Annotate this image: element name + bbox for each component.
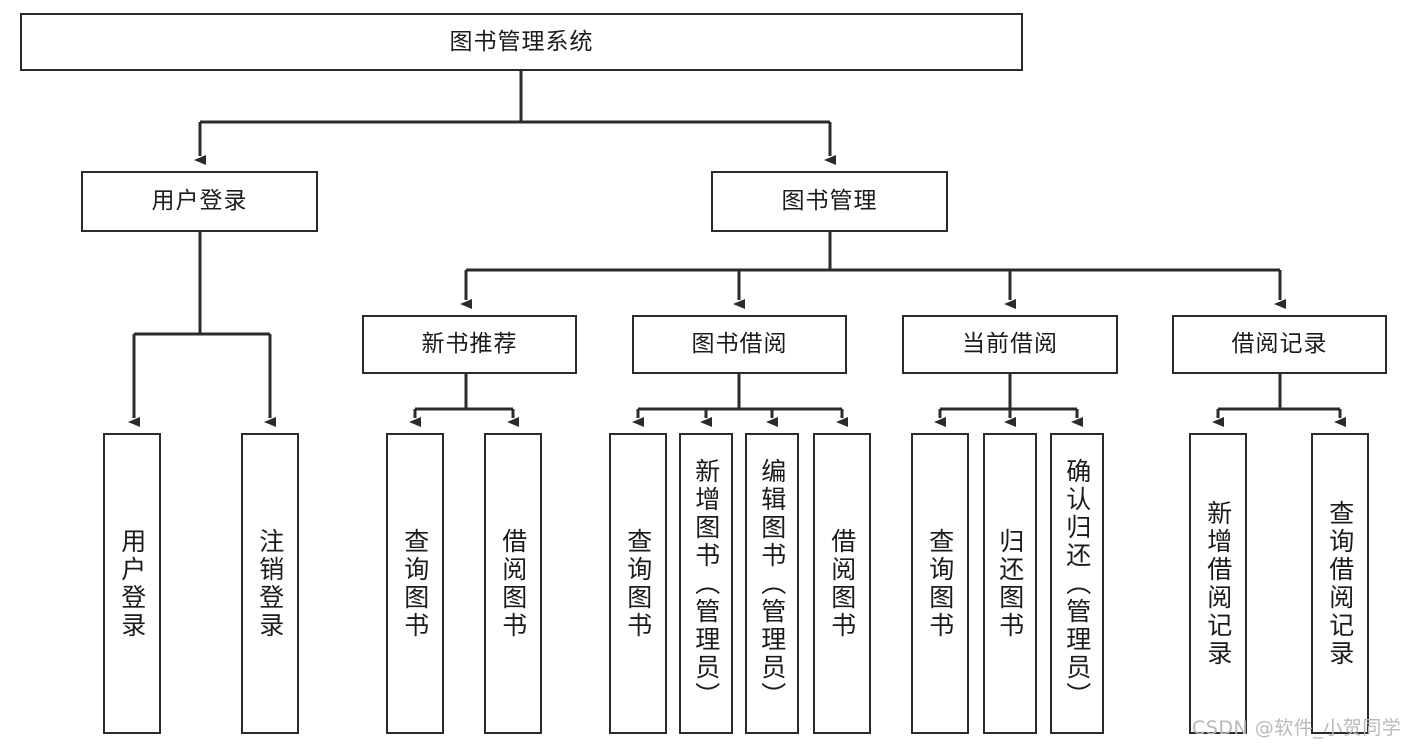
node-label: 当前借阅 xyxy=(962,331,1058,358)
node-query-borrow-record[interactable]: 查询借阅记录 xyxy=(1311,433,1369,734)
node-add-book-admin[interactable]: 新增图书（管理员） xyxy=(679,433,733,734)
node-label: 查询图书 xyxy=(925,527,955,640)
node-confirm-return-admin[interactable]: 确认归还（管理员） xyxy=(1050,433,1104,734)
node-add-borrow-record[interactable]: 新增借阅记录 xyxy=(1189,433,1247,734)
node-edit-book-admin[interactable]: 编辑图书（管理员） xyxy=(745,433,799,734)
node-label: 图书管理 xyxy=(781,188,878,215)
node-label: 新书推荐 xyxy=(421,331,518,358)
node-label: 新增借阅记录 xyxy=(1203,499,1233,668)
node-label: 用户登录 xyxy=(117,527,147,640)
node-borrow-book-2[interactable]: 借阅图书 xyxy=(813,433,871,734)
node-label: 图书借阅 xyxy=(691,331,788,358)
node-root-system[interactable]: 图书管理系统 xyxy=(20,13,1023,71)
node-return-book[interactable]: 归还图书 xyxy=(983,433,1037,734)
node-query-book-3[interactable]: 查询图书 xyxy=(911,433,969,734)
node-label: 查询图书 xyxy=(400,527,430,640)
node-user-logout[interactable]: 注销登录 xyxy=(241,433,299,734)
node-label: 借阅图书 xyxy=(827,527,857,640)
node-query-book-1[interactable]: 查询图书 xyxy=(386,433,444,734)
node-new-book-recommend[interactable]: 新书推荐 xyxy=(362,315,577,374)
node-label: 新增图书（管理员） xyxy=(691,457,721,710)
node-query-book-2[interactable]: 查询图书 xyxy=(609,433,667,734)
node-book-borrow[interactable]: 图书借阅 xyxy=(632,315,847,374)
node-label: 图书管理系统 xyxy=(449,28,594,55)
node-label: 借阅图书 xyxy=(498,527,528,640)
node-user-login[interactable]: 用户登录 xyxy=(81,171,318,232)
node-label: 编辑图书（管理员） xyxy=(757,457,787,710)
node-label: 确认归还（管理员） xyxy=(1062,457,1092,710)
node-current-borrow[interactable]: 当前借阅 xyxy=(902,315,1118,374)
node-label: 归还图书 xyxy=(995,527,1025,640)
node-label: 注销登录 xyxy=(255,527,285,640)
node-borrow-record[interactable]: 借阅记录 xyxy=(1172,315,1387,374)
node-label: 借阅记录 xyxy=(1231,331,1328,358)
node-label: 用户登录 xyxy=(151,188,248,215)
node-label: 查询图书 xyxy=(623,527,653,640)
node-user-login-do[interactable]: 用户登录 xyxy=(103,433,161,734)
node-label: 查询借阅记录 xyxy=(1325,499,1355,668)
csdn-watermark: CSDN @软件_小贺同学 xyxy=(1192,717,1402,739)
node-borrow-book-1[interactable]: 借阅图书 xyxy=(484,433,542,734)
node-book-manage[interactable]: 图书管理 xyxy=(711,171,948,232)
